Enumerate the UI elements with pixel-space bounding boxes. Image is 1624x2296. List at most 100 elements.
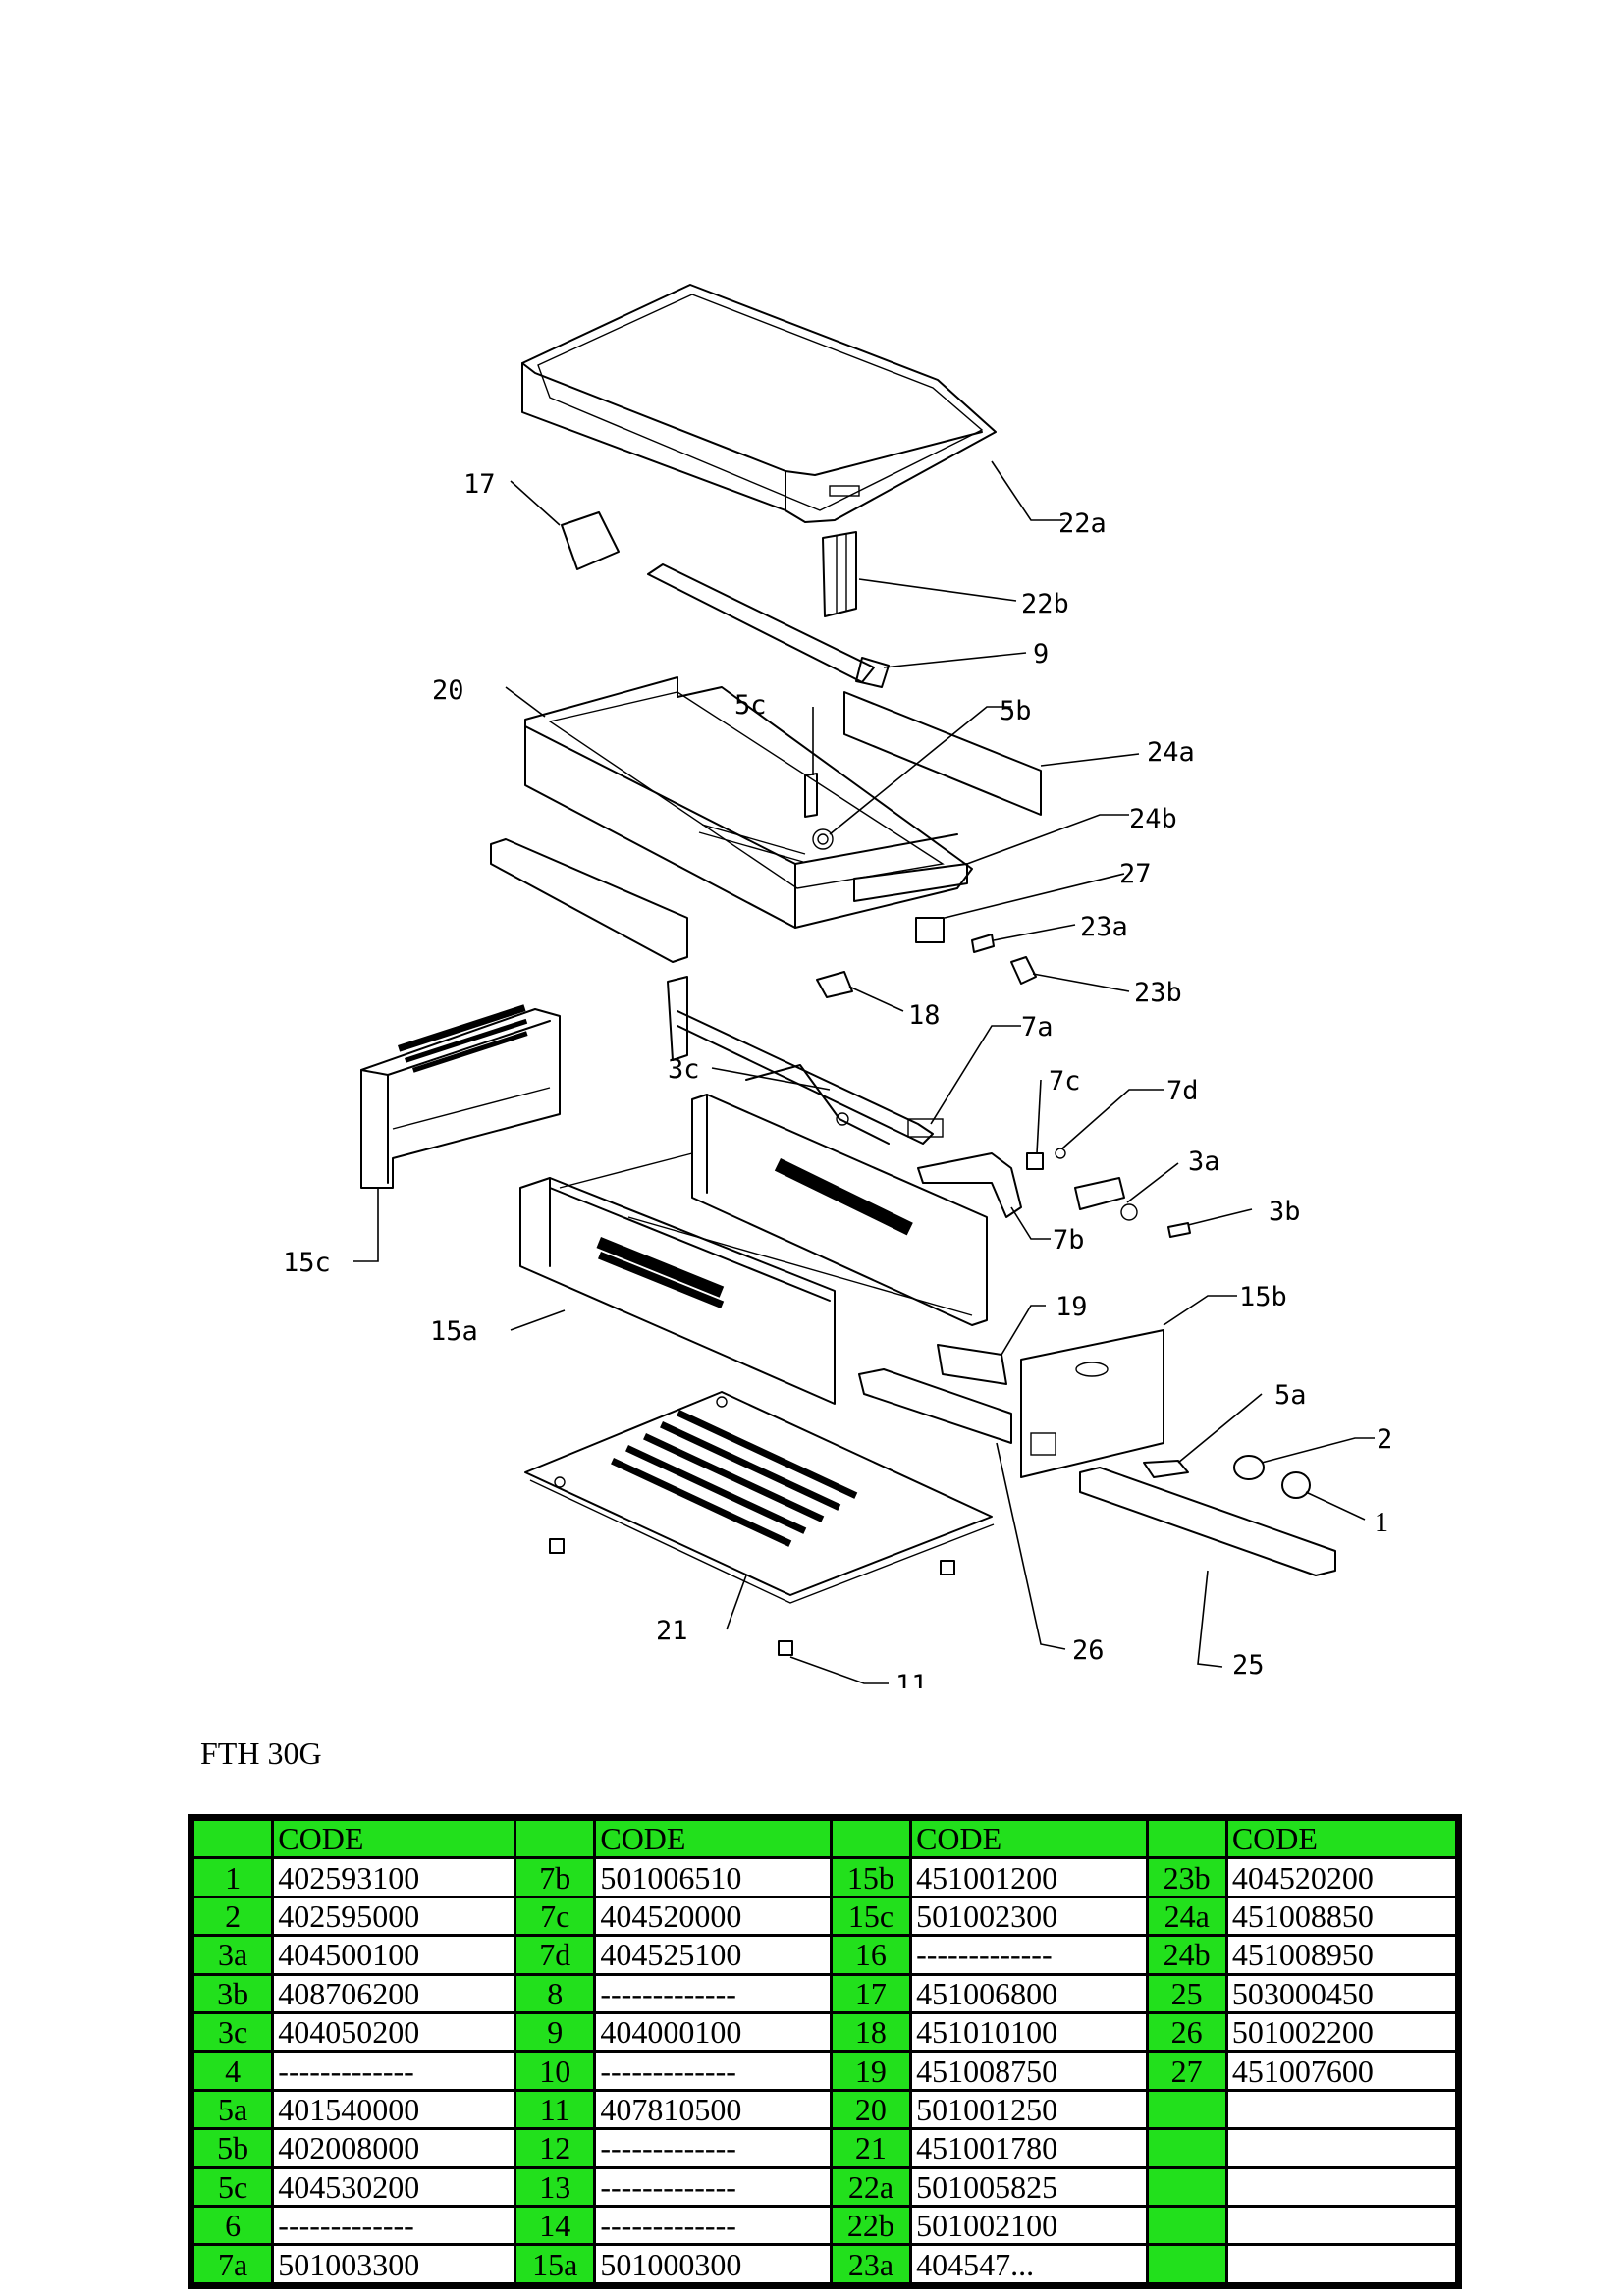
ref-number-cell: 12 (516, 2130, 594, 2166)
label-23b: 23b (1134, 978, 1182, 1008)
valve-knob-assembly (1143, 1455, 1311, 1499)
ref-number-cell: 8 (516, 1975, 594, 2012)
code-cell (1227, 2168, 1455, 2206)
label-25: 25 (1232, 1650, 1265, 1681)
code-cell: 401540000 (274, 2091, 514, 2128)
header-code-cell: CODE (274, 1821, 514, 1857)
code-cell: 408706200 (274, 1975, 514, 2012)
ref-number-cell: 24a (1148, 1897, 1225, 1935)
ref-number-cell: 6 (194, 2208, 272, 2244)
firebox-20 (524, 676, 973, 929)
part-labels: 22a 17 22b 9 20 5c 5b 24a 24b 27 23a 23b… (283, 469, 1392, 1688)
header-ref-cell (832, 1821, 910, 1857)
ref-number-cell (1148, 2246, 1225, 2282)
code-cell: 404520000 (596, 1897, 830, 1935)
model-name: FTH 30G (200, 1735, 322, 1771)
rail-25 (1079, 1467, 1336, 1576)
ref-number-cell: 5c (194, 2168, 272, 2206)
ref-number-cell: 15c (832, 1897, 910, 1935)
part-17 (561, 511, 620, 570)
ref-number-cell: 7a (194, 2246, 272, 2282)
griddle-plate-22a (521, 284, 997, 523)
label-5b: 5b (1000, 696, 1032, 726)
leader-lines (353, 460, 1375, 1684)
label-26: 26 (1072, 1635, 1105, 1666)
code-cell: 451010100 (912, 2014, 1146, 2051)
label-2: 2 (1377, 1424, 1392, 1455)
label-5c: 5c (734, 690, 767, 721)
label-24a: 24a (1147, 737, 1195, 768)
label-5a: 5a (1274, 1380, 1307, 1411)
code-cell: 404525100 (596, 1937, 830, 1973)
label-15b: 15b (1239, 1282, 1287, 1312)
header-ref-cell (194, 1821, 272, 1857)
ref-number-cell: 23b (1148, 1859, 1225, 1896)
code-cell (1227, 2130, 1455, 2166)
ref-number-cell: 11 (516, 2091, 594, 2128)
code-cell (1227, 2246, 1455, 2282)
fittings-27-23a-23b-18 (816, 917, 1037, 998)
ref-number-cell (1148, 2130, 1225, 2166)
header-ref-cell (1148, 1821, 1225, 1857)
header-code-cell: CODE (596, 1821, 830, 1857)
label-1: 1 (1375, 1508, 1388, 1538)
code-cell: 501006510 (596, 1859, 830, 1896)
label-27: 27 (1119, 859, 1152, 889)
ref-number-cell: 5b (194, 2130, 272, 2166)
bracket-19-26 (858, 1344, 1012, 1444)
label-24b: 24b (1129, 804, 1177, 834)
ref-number-cell: 14 (516, 2208, 594, 2244)
part-22b (822, 531, 857, 617)
valve-parts (917, 1148, 1191, 1238)
ref-number-cell: 9 (516, 2014, 594, 2051)
front-panel-15a (519, 1177, 836, 1405)
ref-number-cell: 22b (832, 2208, 910, 2244)
code-cell: 451006800 (912, 1975, 1146, 2012)
header-code-cell: CODE (1227, 1821, 1455, 1857)
ref-number-cell: 18 (832, 2014, 910, 2051)
ref-number-cell: 13 (516, 2168, 594, 2206)
ref-number-cell (1148, 2208, 1225, 2244)
code-cell: ------------- (596, 2053, 830, 2089)
code-cell: ------------- (912, 1937, 1146, 1973)
ref-number-cell: 7b (516, 1859, 594, 1896)
label-9: 9 (1033, 639, 1049, 669)
code-cell: ------------- (596, 2168, 830, 2206)
ref-number-cell: 22a (832, 2168, 910, 2206)
label-3b: 3b (1269, 1197, 1301, 1227)
ref-number-cell: 1 (194, 1859, 272, 1896)
code-cell: ------------- (596, 1975, 830, 2012)
code-cell: 402008000 (274, 2130, 514, 2166)
code-cell (1227, 2091, 1455, 2128)
code-cell: ------------- (596, 2130, 830, 2166)
feet-11 (549, 1538, 955, 1656)
label-3a: 3a (1188, 1147, 1220, 1177)
left-rail (490, 838, 688, 963)
code-cell: 407810500 (596, 2091, 830, 2128)
ref-number-cell: 21 (832, 2130, 910, 2166)
ref-number-cell: 19 (832, 2053, 910, 2089)
code-cell: 501002200 (1227, 2014, 1455, 2051)
code-cell: 402593100 (274, 1859, 514, 1896)
ref-number-cell: 7d (516, 1937, 594, 1973)
control-panel-15b (1020, 1329, 1164, 1478)
ref-number-cell: 3a (194, 1937, 272, 1973)
label-22a: 22a (1058, 508, 1107, 539)
ref-number-cell: 16 (832, 1937, 910, 1973)
code-cell: 404530200 (274, 2168, 514, 2206)
label-20: 20 (432, 675, 464, 706)
burner-tube-9 (647, 563, 890, 688)
ref-number-cell: 23a (832, 2246, 910, 2282)
ref-number-cell (1148, 2091, 1225, 2128)
label-11: 11 (895, 1670, 928, 1688)
ref-number-cell: 4 (194, 2053, 272, 2089)
